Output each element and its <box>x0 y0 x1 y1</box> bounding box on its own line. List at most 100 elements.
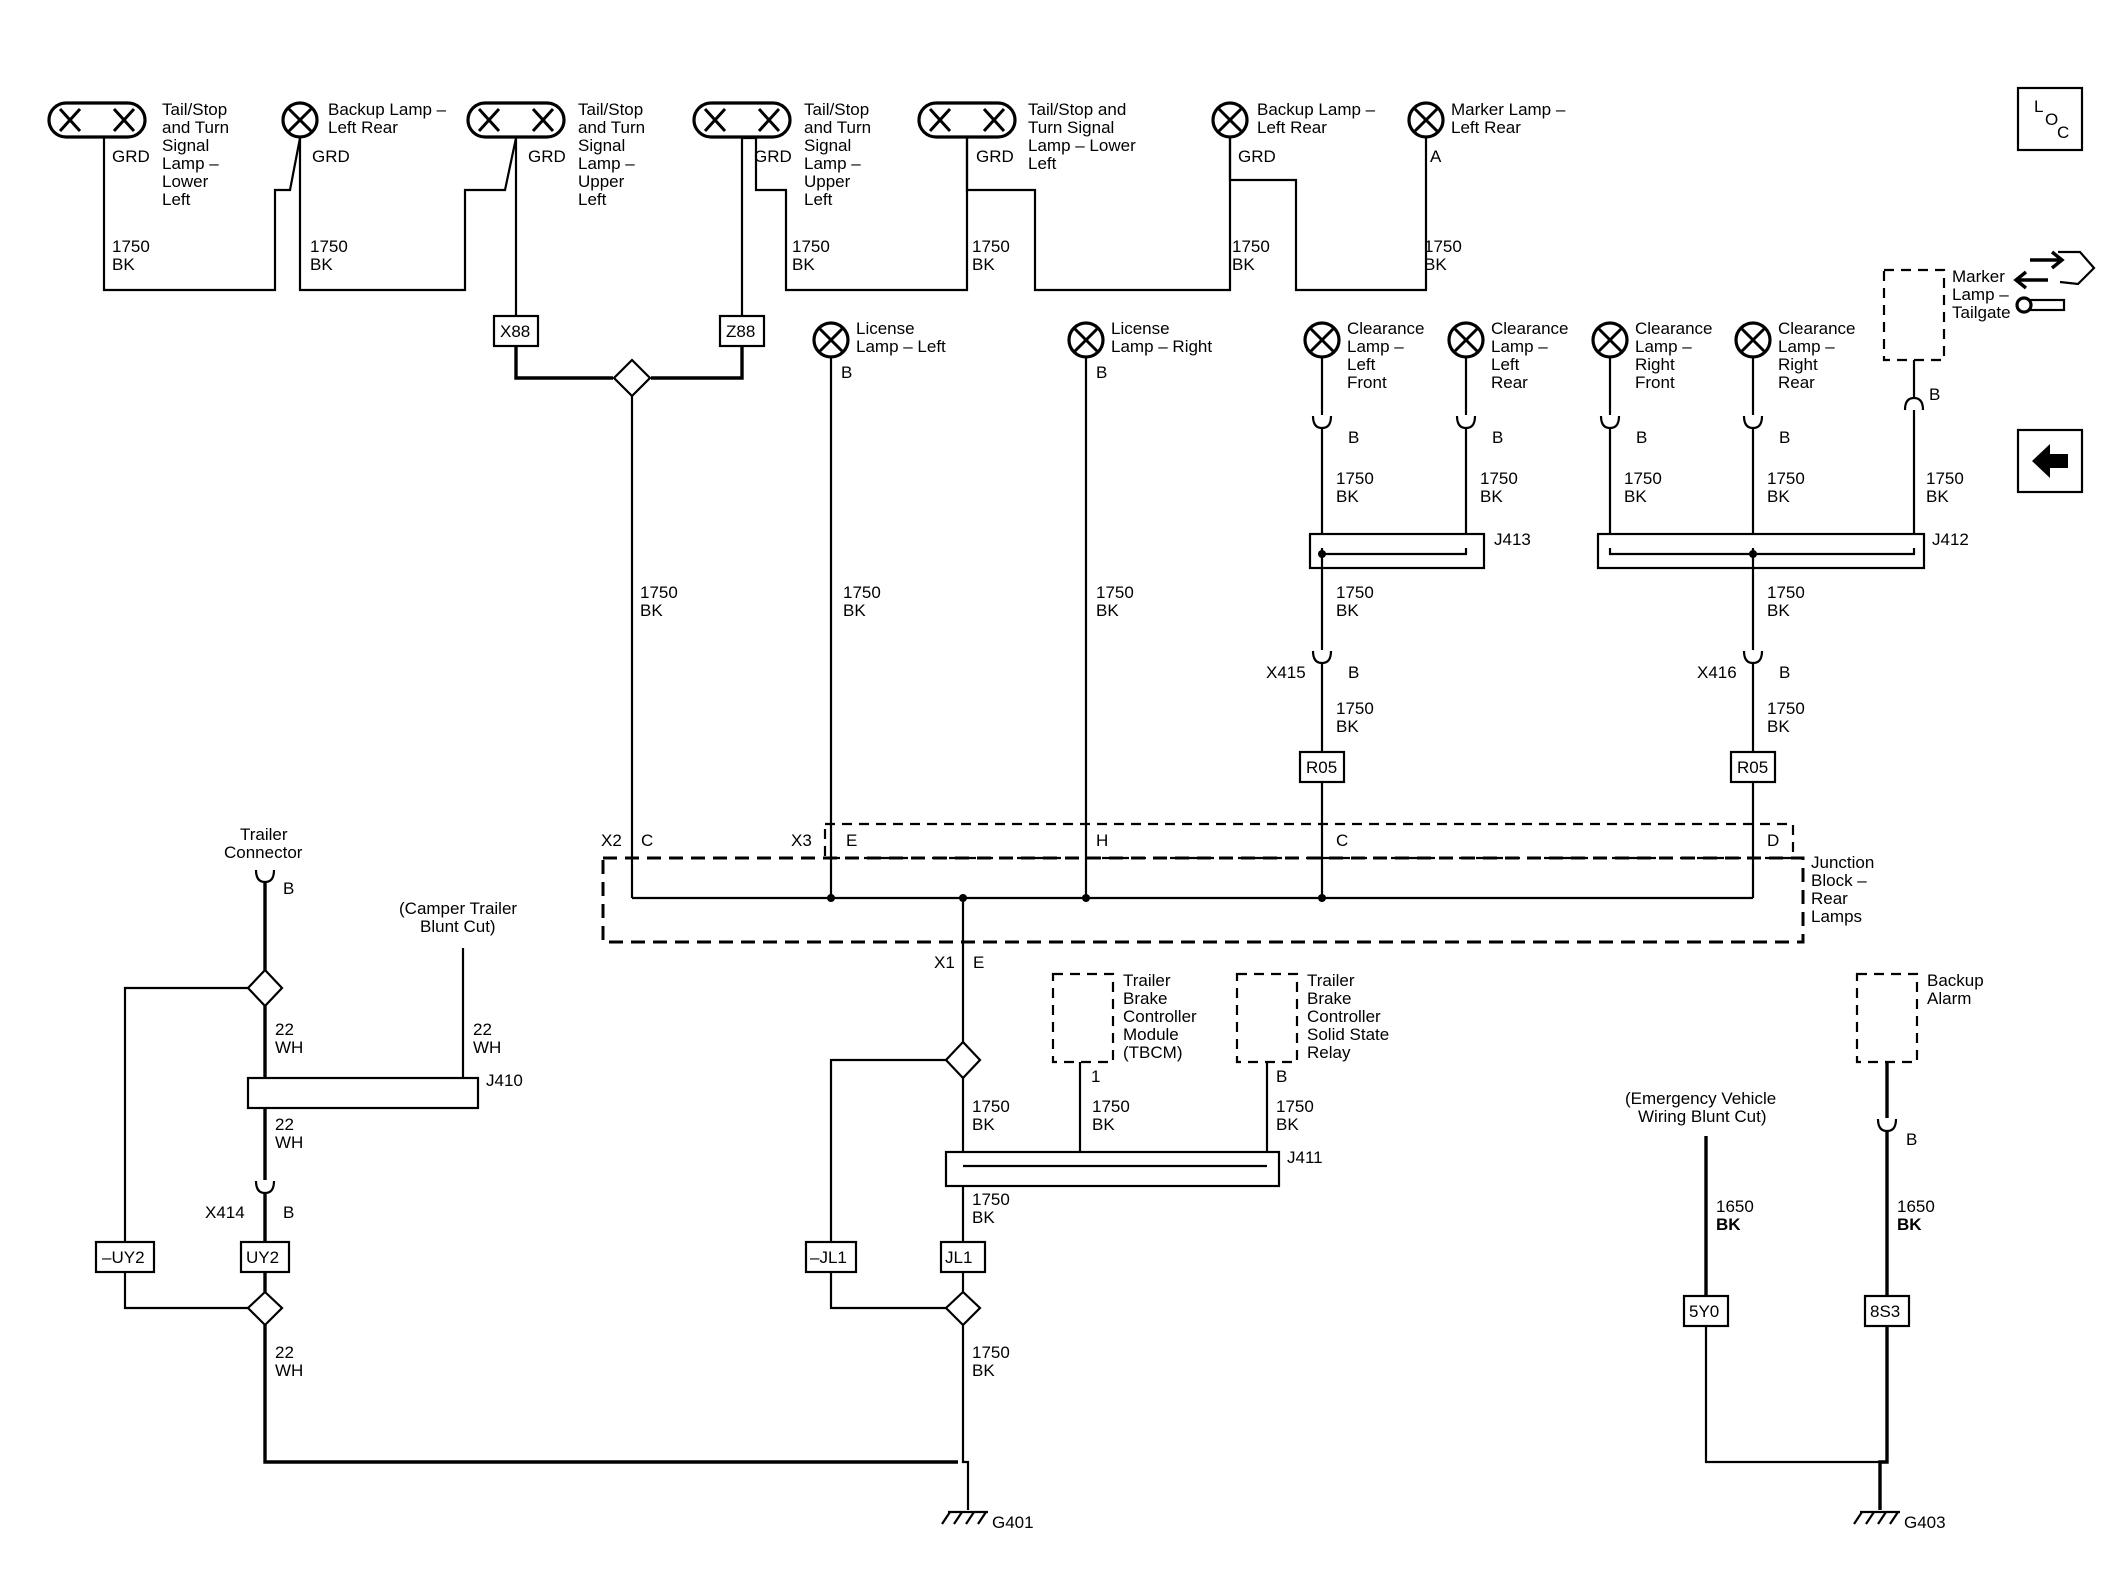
svg-text:22: 22 <box>275 1115 294 1134</box>
loc-button[interactable]: L O C <box>2016 86 2084 152</box>
backup-lamp-left-rear-label-2: Backup Lamp – Left Rear <box>1257 100 1376 137</box>
x88-z88-merge-wire <box>514 346 744 380</box>
svg-text:B: B <box>1348 663 1359 682</box>
svg-text:5Y0: 5Y0 <box>1689 1302 1719 1321</box>
marker-lamp-left-rear <box>1407 101 1445 139</box>
uy2-option: UY2 <box>239 1240 291 1274</box>
svg-text:Brake: Brake <box>1307 989 1351 1008</box>
svg-text:BK: BK <box>112 255 135 274</box>
tail-stop-lower-left-lamp-1 <box>47 101 147 139</box>
svg-text:Clearance: Clearance <box>1778 319 1856 338</box>
svg-text:Right: Right <box>1778 355 1818 374</box>
svg-text:1750: 1750 <box>972 1097 1010 1116</box>
svg-text:R05: R05 <box>1737 758 1768 777</box>
svg-text:C: C <box>641 831 653 850</box>
svg-text:Left: Left <box>1028 154 1057 173</box>
svg-text:Front: Front <box>1635 373 1675 392</box>
clearance-return-wires <box>1311 554 1764 752</box>
clearance-lamp-right-rear-label: Clearance Lamp – Right Rear <box>1778 319 1856 392</box>
pin-grd-2: GRD <box>312 147 350 166</box>
tail-stop-upper-left-label-1: Tail/Stop and Turn Signal Lamp – Upper L… <box>578 100 645 209</box>
ground-g403: G403 <box>1852 1510 1946 1532</box>
svg-text:1650: 1650 <box>1716 1197 1754 1216</box>
svg-text:1750: 1750 <box>310 237 348 256</box>
clearance-lamp-left-rear-label: Clearance Lamp – Left Rear <box>1491 319 1569 392</box>
connector-views-icon[interactable] <box>2013 250 2096 314</box>
svg-text:BK: BK <box>310 255 333 274</box>
pin-b-license-right: B <box>1096 363 1107 382</box>
svg-text:BK: BK <box>1336 601 1359 620</box>
svg-text:Marker Lamp –: Marker Lamp – <box>1451 100 1566 119</box>
svg-text:1650: 1650 <box>1897 1197 1935 1216</box>
pin-grd-1: GRD <box>112 147 150 166</box>
svg-text:J411: J411 <box>1287 1148 1323 1167</box>
svg-text:BK: BK <box>1897 1215 1922 1234</box>
svg-text:Lamp –: Lamp – <box>162 154 219 173</box>
svg-text:Rear: Rear <box>1491 373 1528 392</box>
jl1-option: JL1 <box>939 1240 987 1274</box>
svg-text:Rear: Rear <box>1778 373 1815 392</box>
svg-text:8S3: 8S3 <box>1870 1302 1900 1321</box>
diamond-splice-top <box>612 358 652 398</box>
back-arrow-icon[interactable] <box>2016 428 2084 494</box>
svg-text:Lamp –: Lamp – <box>804 154 861 173</box>
clearance-lamp-left-front <box>1303 321 1341 359</box>
svg-text:Lamp –: Lamp – <box>1952 285 2009 304</box>
svg-text:Front: Front <box>1347 373 1387 392</box>
svg-text:1750: 1750 <box>1276 1097 1314 1116</box>
backup-lamp-left-rear-2 <box>1211 101 1249 139</box>
svg-text:and Turn: and Turn <box>578 118 645 137</box>
svg-text:BK: BK <box>972 255 995 274</box>
svg-text:UY2: UY2 <box>246 1248 279 1267</box>
svg-text:G403: G403 <box>1904 1513 1946 1532</box>
svg-text:22: 22 <box>275 1020 294 1039</box>
svg-text:BK: BK <box>1336 487 1359 506</box>
svg-text:WH: WH <box>473 1038 501 1057</box>
svg-text:–UY2: –UY2 <box>102 1248 145 1267</box>
svg-text:1750: 1750 <box>1624 469 1662 488</box>
svg-text:Lamp –: Lamp – <box>1491 337 1548 356</box>
svg-text:Turn Signal: Turn Signal <box>1028 118 1114 137</box>
svg-text:BK: BK <box>1624 487 1647 506</box>
pin-grd-6: GRD <box>1238 147 1276 166</box>
backup-lamp-left-rear-label-1: Backup Lamp – Left Rear <box>328 100 447 137</box>
pin-a: A <box>1430 147 1442 166</box>
svg-text:Right: Right <box>1635 355 1675 374</box>
svg-text:1750: 1750 <box>972 237 1010 256</box>
svg-text:Left: Left <box>578 190 607 209</box>
svg-text:Backup Lamp –: Backup Lamp – <box>328 100 447 119</box>
svg-text:BK: BK <box>1424 255 1447 274</box>
loc-letter-l: L <box>2034 97 2043 116</box>
trailer-connector-label: Trailer Connector B <box>224 825 303 898</box>
svg-text:Signal: Signal <box>804 136 851 155</box>
svg-text:Upper: Upper <box>804 172 851 191</box>
svg-text:1: 1 <box>1091 1067 1100 1086</box>
svg-text:BK: BK <box>1767 717 1790 736</box>
svg-text:X416: X416 <box>1697 663 1737 682</box>
svg-text:1750: 1750 <box>1767 469 1805 488</box>
trailer-brake-solid-state-relay <box>1235 972 1299 1064</box>
marker-lamp-left-rear-label: Marker Lamp – Left Rear <box>1451 100 1566 137</box>
svg-text:Lamp –: Lamp – <box>1347 337 1404 356</box>
j413-splice-pack: J413 <box>1308 530 1531 570</box>
svg-text:Signal: Signal <box>578 136 625 155</box>
svg-text:1750: 1750 <box>640 583 678 602</box>
svg-text:X2: X2 <box>601 831 622 850</box>
svg-text:Lamp – Right: Lamp – Right <box>1111 337 1212 356</box>
svg-text:1750: 1750 <box>1336 469 1374 488</box>
svg-text:(Emergency Vehicle: (Emergency Vehicle <box>1625 1089 1776 1108</box>
svg-text:Tail/Stop: Tail/Stop <box>162 100 227 119</box>
svg-text:Backup: Backup <box>1927 971 1984 990</box>
svg-text:E: E <box>846 831 857 850</box>
svg-text:1750: 1750 <box>1767 583 1805 602</box>
license-lamp-left-label: License Lamp – Left <box>856 319 946 356</box>
tail-stop-upper-left-lamp-2 <box>692 101 792 139</box>
svg-text:Trailer: Trailer <box>240 825 288 844</box>
svg-text:Backup Lamp –: Backup Lamp – <box>1257 100 1376 119</box>
svg-text:–JL1: –JL1 <box>810 1248 847 1267</box>
svg-text:J412: J412 <box>1932 530 1969 549</box>
